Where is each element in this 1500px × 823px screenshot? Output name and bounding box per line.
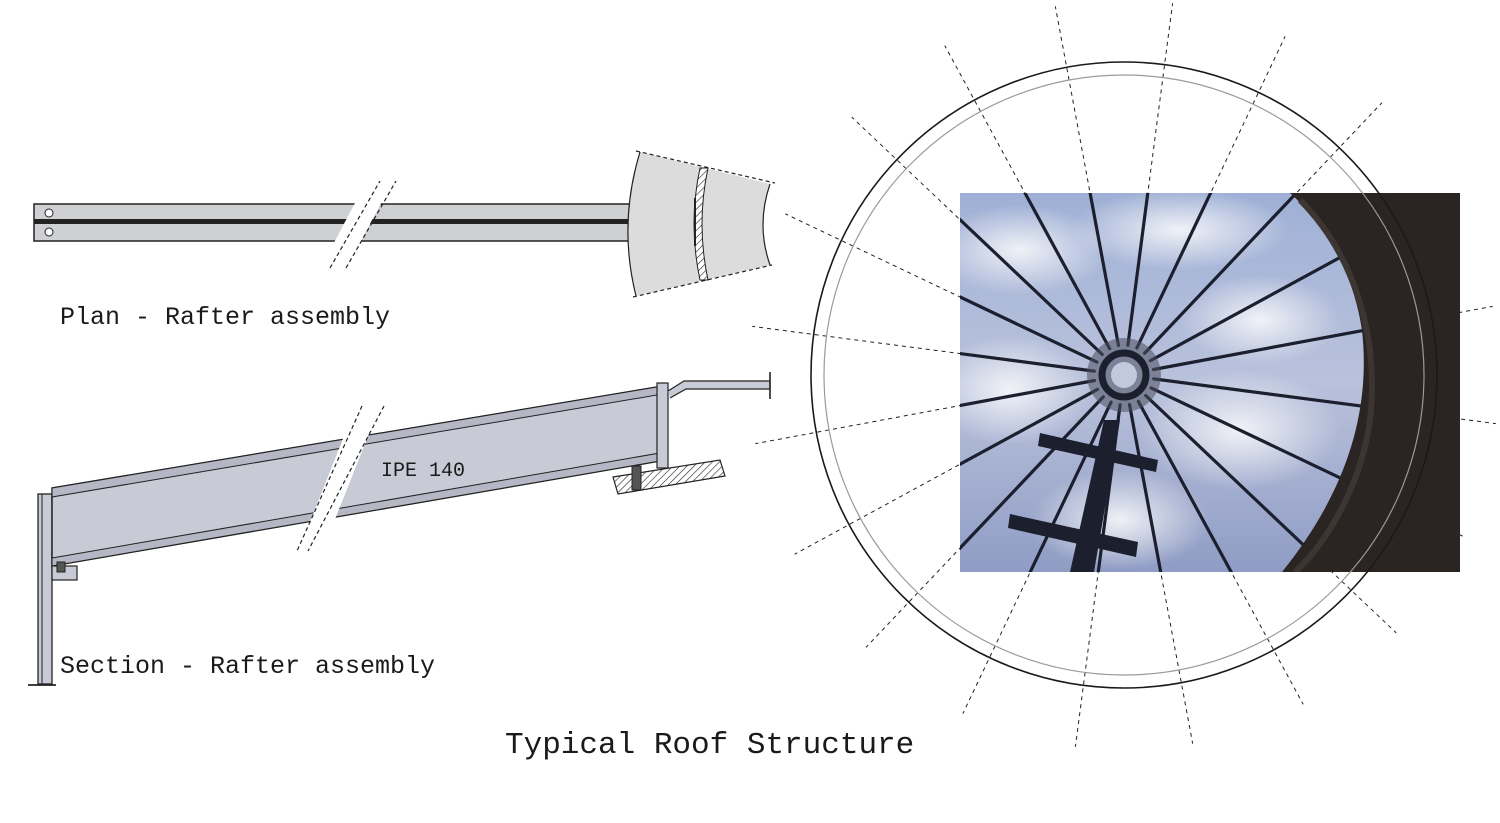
rafter-axis-line <box>944 45 1058 253</box>
photo-rafter <box>960 395 1105 551</box>
rafter-axis-line <box>1054 6 1099 238</box>
rafter-axis-line <box>865 476 1029 648</box>
photo-rafter <box>960 295 1099 364</box>
photo-rafter <box>1088 193 1121 348</box>
plan-view: Plan - Rafter assembly <box>33 150 776 332</box>
plan-ring-leader <box>632 264 773 298</box>
ring-end-plate <box>656 382 669 469</box>
rafter-axis-line <box>752 325 986 358</box>
photo-rafter <box>1136 399 1234 572</box>
roof-outer-circle <box>810 61 1438 689</box>
roof-plan-view <box>752 3 1496 747</box>
plan-bolt-hole <box>44 208 54 218</box>
photo-rafter <box>1135 193 1213 350</box>
rafter-axis-line <box>1219 102 1383 274</box>
rafter-axis-line <box>851 116 1023 280</box>
plan-label: Plan - Rafter assembly <box>60 303 390 332</box>
rafter-axis-line <box>1149 512 1194 744</box>
beam-label: IPE 140 <box>381 460 465 483</box>
photo-crane <box>1008 420 1158 572</box>
section-break-gap <box>298 406 380 552</box>
section-break-line <box>307 405 385 552</box>
rafter-axis-line <box>785 213 998 316</box>
photo-rafter <box>960 378 1097 408</box>
photo-rafter <box>960 387 1100 467</box>
column-bolt <box>56 561 66 573</box>
rafter-axis-line <box>1141 3 1174 237</box>
rafter-axis-line <box>1183 36 1286 249</box>
roof-photo <box>960 193 1460 572</box>
section-label: Section - Rafter assembly <box>60 652 435 681</box>
photo-rafter <box>1023 193 1112 351</box>
section-view: IPE 140 Section - Rafter assembly <box>28 372 771 686</box>
roof-inner-circle <box>823 74 1425 676</box>
plan-ring-leader <box>635 150 776 184</box>
photo-rafter <box>1126 193 1150 347</box>
rafter-axis-line <box>1190 497 1304 705</box>
ring-bolt <box>631 465 642 491</box>
plan-break-line <box>345 180 397 269</box>
rafter-axis-line <box>1225 470 1397 634</box>
section-break-line <box>296 405 363 552</box>
photo-rafter <box>960 217 1104 356</box>
plan-break-line <box>329 180 381 269</box>
column <box>37 493 53 685</box>
rafter-axis-line <box>794 441 1002 555</box>
photo-rafter <box>960 351 1096 373</box>
photo-rafter <box>1127 402 1163 572</box>
rafter-axis-line <box>1074 513 1107 747</box>
plan-break-gap <box>331 198 384 248</box>
photo-rafter <box>1143 193 1299 355</box>
plan-ring-edge <box>762 183 771 266</box>
rafter-axis-line <box>962 501 1065 714</box>
plan-bolt-hole <box>44 227 54 237</box>
rafter-axis-line <box>755 400 987 445</box>
plan-ring-edge <box>627 151 641 297</box>
drawing-title: Typical Roof Structure <box>505 728 914 763</box>
ring-top-plate <box>667 380 771 399</box>
